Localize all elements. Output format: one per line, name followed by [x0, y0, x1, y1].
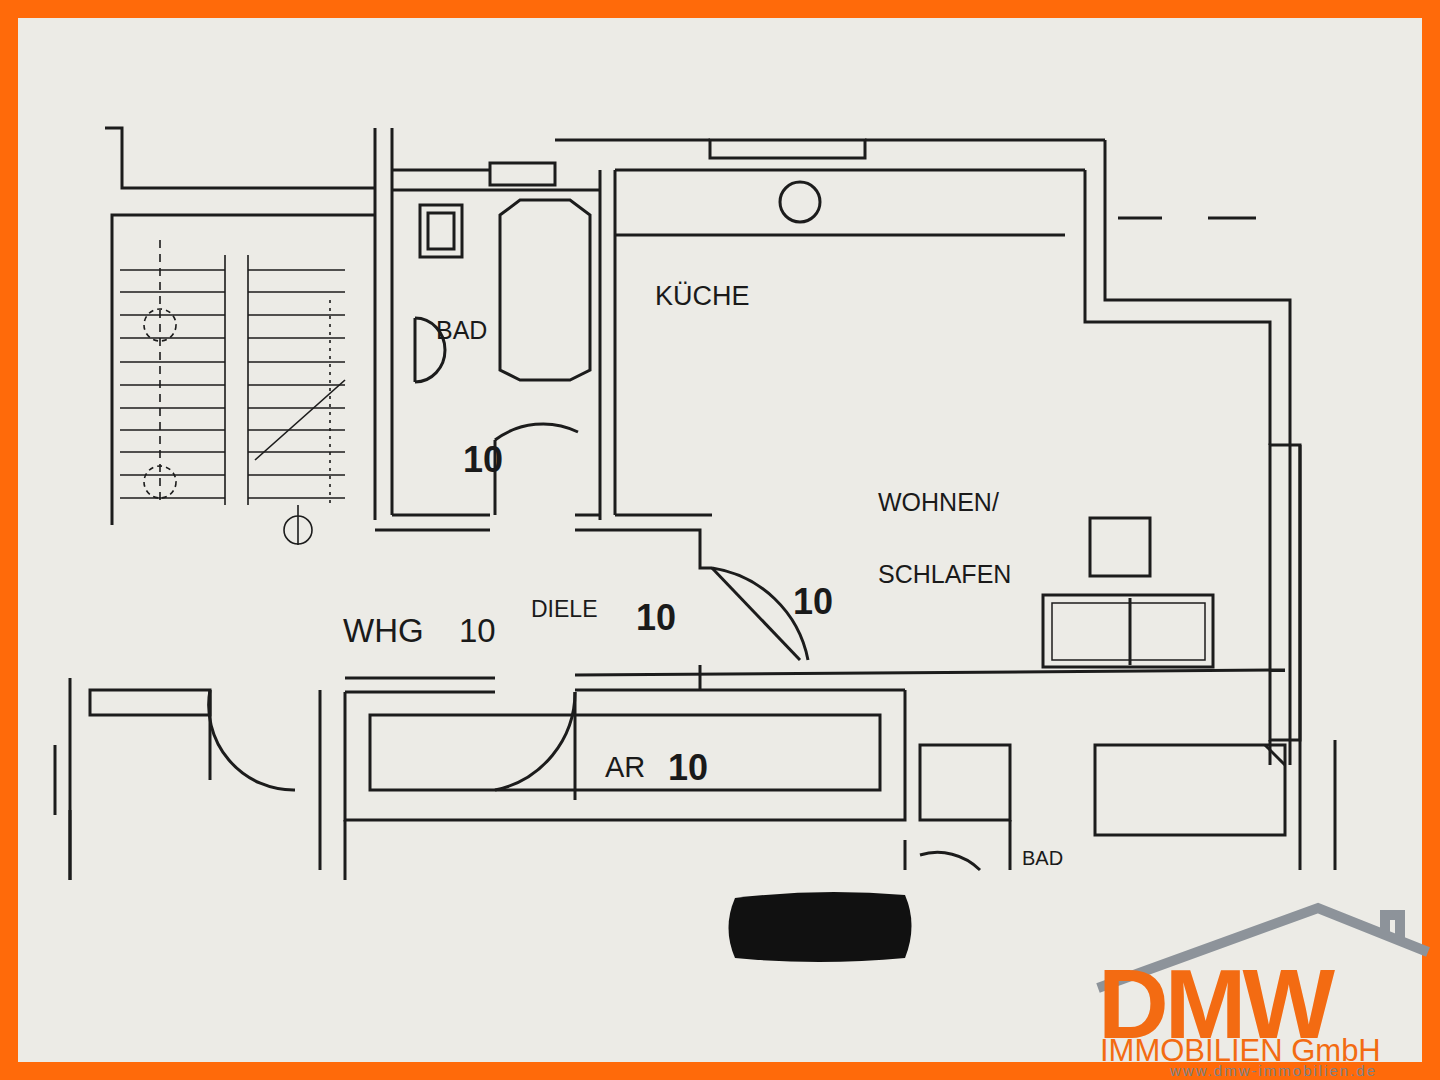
room-number: 10 [668, 750, 708, 786]
room-number: 10 [459, 614, 496, 647]
room-number: 10 [793, 584, 833, 620]
room-number: 10 [636, 600, 676, 636]
redaction-blot [729, 892, 912, 962]
room-name: KÜCHE [655, 283, 750, 310]
room-name: WOHNEN/ SCHLAFEN [878, 466, 1053, 610]
room-number: 10 [463, 442, 503, 478]
room-name: BAD [436, 318, 487, 343]
walls [55, 128, 1335, 880]
room-name: DIELE [531, 598, 597, 621]
logo-subtitle: IMMOBILIEN GmbH [1100, 1035, 1381, 1066]
room-name: WHG [343, 614, 424, 647]
stairs [120, 240, 345, 545]
dashed-line [1118, 217, 1256, 220]
room-name: AR [605, 753, 645, 782]
room-name: BAD [1022, 848, 1063, 868]
logo-url: www.dmw-immobilien.de [1170, 1063, 1377, 1078]
paper [18, 18, 1422, 1062]
